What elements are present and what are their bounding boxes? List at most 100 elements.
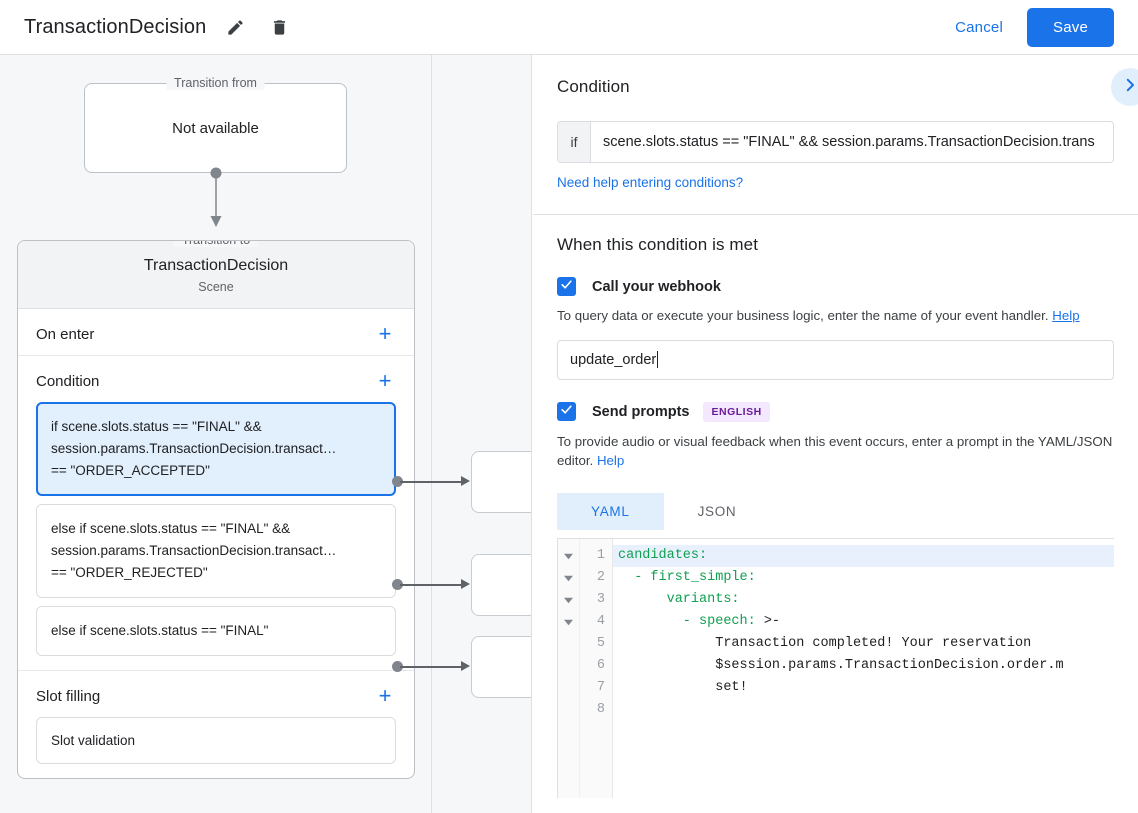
cancel-button[interactable]: Cancel <box>941 11 1017 44</box>
save-button[interactable]: Save <box>1027 7 1114 47</box>
fold-triangle-icon[interactable] <box>558 589 579 611</box>
connector-arrowhead <box>461 661 470 671</box>
connector-line <box>400 666 463 668</box>
edit-title-button[interactable] <box>220 12 250 42</box>
canvas-vertical-rule <box>431 55 432 813</box>
condition-line: else if scene.slots.status == "FINAL" && <box>51 521 291 536</box>
section-title-condition: Condition <box>36 372 100 390</box>
scene-section-condition: Condition + if scene.slots.status == "FI… <box>18 356 414 671</box>
line-number: 8 <box>596 702 605 718</box>
checkmark-icon <box>560 403 573 421</box>
flow-canvas[interactable]: Transition from Not available Transition… <box>0 55 532 813</box>
tab-json[interactable]: JSON <box>697 504 737 520</box>
condition-heading: Condition <box>557 77 630 96</box>
scene-section-on-enter: On enter + <box>18 309 414 356</box>
connector-dot <box>392 476 403 487</box>
scene-node-name: TransactionDecision <box>143 257 289 274</box>
target-node-stub[interactable] <box>471 636 531 698</box>
condition-list: if scene.slots.status == "FINAL" && sess… <box>18 402 414 670</box>
fold-triangle-icon[interactable] <box>558 545 579 567</box>
slot-validation-card[interactable]: Slot validation <box>36 717 396 764</box>
send-prompts-helper-text: To provide audio or visual feedback when… <box>557 432 1114 471</box>
code-line: Transaction completed! Your reservation <box>613 633 1114 655</box>
send-prompts-checkbox-row[interactable]: Send prompts ENGLISH <box>557 401 1114 422</box>
section-title-slot-filling: Slot filling <box>36 687 101 705</box>
transition-flow-arrow <box>205 167 227 229</box>
condition-help-link[interactable]: Need help entering conditions? <box>557 175 744 190</box>
connector-line <box>400 584 463 586</box>
scene-node-subtitle: Scene <box>198 280 234 294</box>
target-node-stub[interactable] <box>471 451 531 513</box>
expand-panel-button[interactable] <box>1111 68 1138 106</box>
slot-filling-list: Slot validation <box>18 717 414 778</box>
code-token-rest: >- <box>755 614 781 630</box>
connector-line <box>400 481 463 483</box>
code-line: set! <box>613 677 1114 699</box>
scene-node[interactable]: Transition to TransactionDecision Scene … <box>17 240 415 779</box>
target-node-stub[interactable] <box>471 554 531 616</box>
transition-from-legend: Transition from <box>166 76 265 90</box>
send-prompts-help-link[interactable]: Help <box>596 453 625 469</box>
text-caret <box>657 351 659 369</box>
line-number: 2 <box>596 570 605 586</box>
webhook-handler-value: update_order <box>570 351 657 368</box>
code-token-rest: Transaction completed! Your reservation <box>618 636 1032 652</box>
condition-line: session.params.TransactionDecision.trans… <box>51 543 337 558</box>
editor-format-tabs: YAML JSON <box>557 493 1114 531</box>
condition-card-1[interactable]: else if scene.slots.status == "FINAL" &&… <box>36 504 396 598</box>
connector-dot <box>392 579 403 590</box>
code-token-key: - speech: <box>618 614 756 630</box>
section-head-slot-filling: Slot filling + <box>18 671 414 717</box>
when-condition-met-heading: When this condition is met <box>557 235 759 254</box>
webhook-help-link[interactable]: Help <box>1052 308 1080 323</box>
condition-expression-input[interactable]: scene.slots.status == "FINAL" && session… <box>603 134 1095 150</box>
condition-card-0[interactable]: if scene.slots.status == "FINAL" && sess… <box>36 402 396 496</box>
code-token-key: candidates: <box>618 548 708 564</box>
code-line: candidates: <box>613 545 1114 568</box>
editor-fold-gutter <box>558 539 580 799</box>
send-prompts-checkbox[interactable] <box>557 402 576 422</box>
line-number: 4 <box>596 614 605 630</box>
code-line: variants: <box>613 589 1114 611</box>
section-title-on-enter: On enter <box>36 325 95 343</box>
fold-triangle-icon[interactable] <box>558 567 579 589</box>
code-line: - first_simple: <box>613 567 1114 589</box>
prompt-code-editor[interactable]: 1 2 3 4 5 6 7 8 candidates: - first_simp… <box>557 538 1114 799</box>
editor-line-numbers: 1 2 3 4 5 6 7 8 <box>580 539 613 799</box>
app-header: TransactionDecision Cancel Save <box>0 0 1138 55</box>
code-line: - speech: >- <box>613 611 1114 633</box>
add-condition-icon[interactable]: + <box>378 368 392 393</box>
section-head-condition: Condition + <box>18 356 414 402</box>
send-prompts-helper-sentence: To provide audio or visual feedback when… <box>557 433 1113 469</box>
scene-node-header: TransactionDecision Scene <box>18 241 414 309</box>
condition-if-row[interactable]: if scene.slots.status == "FINAL" && sess… <box>557 121 1114 163</box>
code-line: $session.params.TransactionDecision.orde… <box>613 655 1114 677</box>
webhook-checkbox-row[interactable]: Call your webhook <box>557 277 1114 296</box>
add-slot-filling-icon[interactable]: + <box>378 683 392 708</box>
page-title: TransactionDecision <box>24 15 207 38</box>
delete-button[interactable] <box>264 12 294 42</box>
transition-to-legend: Transition to <box>173 241 259 247</box>
editor-code-area[interactable]: candidates: - first_simple: variants: - … <box>613 539 1114 798</box>
add-on-enter-icon[interactable]: + <box>378 321 392 346</box>
code-token-rest: set! <box>618 680 748 696</box>
condition-section: Condition if scene.slots.status == "FINA… <box>533 55 1138 192</box>
code-line <box>613 699 1114 721</box>
webhook-label: Call your webhook <box>592 278 721 295</box>
connector-arrowhead <box>461 579 470 589</box>
condition-line: session.params.TransactionDecision.trans… <box>51 441 337 456</box>
webhook-checkbox[interactable] <box>557 277 576 296</box>
line-number: 5 <box>596 636 605 652</box>
webhook-handler-input[interactable]: update_order <box>557 339 1114 380</box>
condition-card-2[interactable]: else if scene.slots.status == "FINAL" <box>36 606 396 656</box>
fold-triangle-icon[interactable] <box>558 611 579 633</box>
tab-yaml[interactable]: YAML <box>557 493 664 531</box>
line-number: 7 <box>596 680 605 696</box>
condition-line: == "ORDER_ACCEPTED" <box>51 463 210 478</box>
line-number: 3 <box>596 592 605 608</box>
section-head-on-enter: On enter + <box>18 309 414 355</box>
condition-line: if scene.slots.status == "FINAL" && <box>51 419 262 434</box>
webhook-helper-text: To query data or execute your business l… <box>557 306 1114 326</box>
send-prompts-label: Send prompts <box>592 403 690 420</box>
